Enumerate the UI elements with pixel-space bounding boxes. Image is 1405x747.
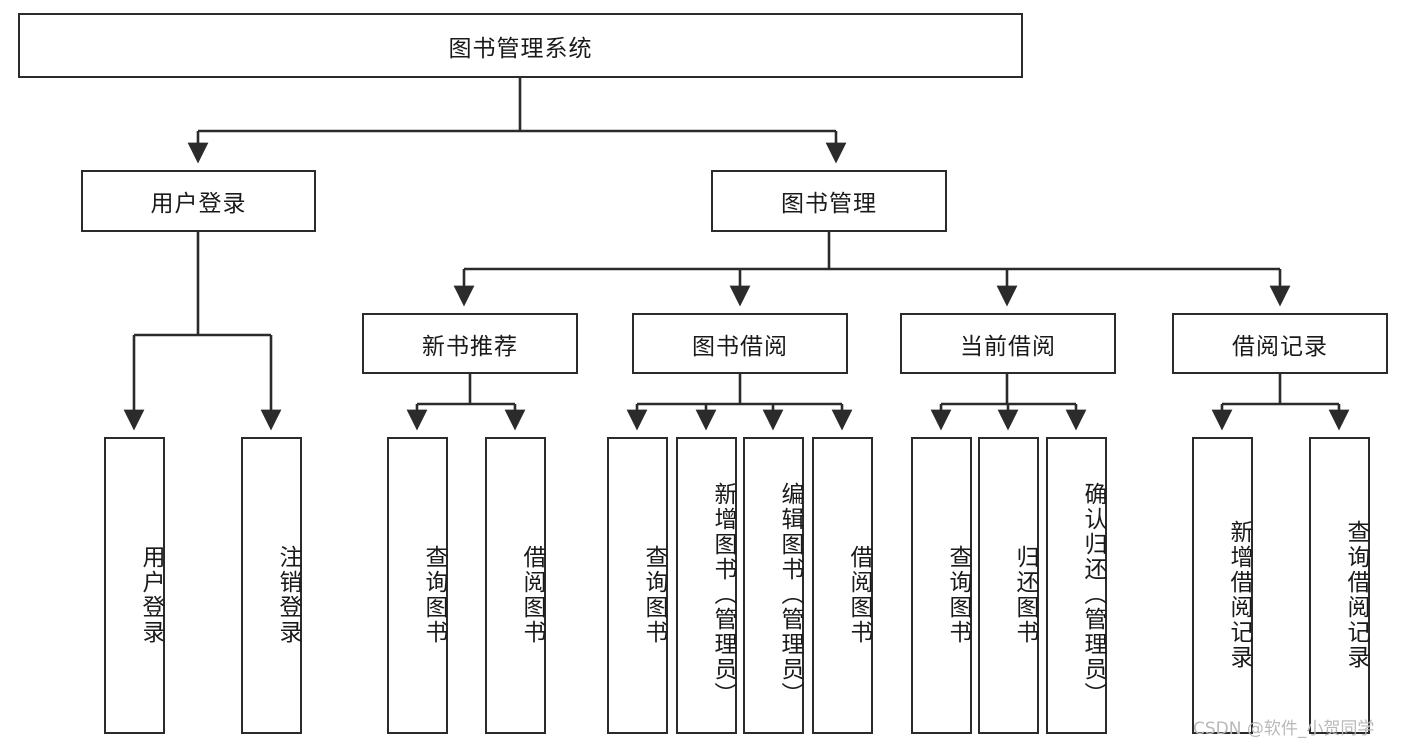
node-label: 查询图书 — [641, 544, 667, 645]
node-label: 借阅记录 — [1232, 333, 1328, 360]
node-label: 编辑图书（管理员） — [777, 482, 803, 707]
leaf-add-borrow-record[interactable]: 新增借阅记录 — [1192, 437, 1253, 734]
leaf-query-book-recommend[interactable]: 查询图书 — [387, 437, 448, 734]
leaf-edit-book-admin[interactable]: 编辑图书（管理员） — [743, 437, 804, 734]
node-label: 新增借阅记录 — [1226, 519, 1252, 670]
node-user-login[interactable]: 用户登录 — [81, 170, 316, 232]
leaf-query-book-borrow[interactable]: 查询图书 — [607, 437, 668, 734]
node-current-borrow[interactable]: 当前借阅 — [900, 313, 1116, 374]
edges-booking-to-level3 — [453, 232, 1291, 307]
node-label: 归还图书 — [1012, 544, 1038, 645]
edges-borrowrecord-to-leaves — [1211, 374, 1350, 431]
node-label: 查询借阅记录 — [1343, 519, 1369, 670]
node-label: 用户登录 — [150, 191, 247, 217]
leaf-return-book[interactable]: 归还图书 — [978, 437, 1039, 734]
leaf-borrow-book[interactable]: 借阅图书 — [812, 437, 873, 734]
node-label: 当前借阅 — [960, 333, 1056, 360]
node-label: 图书管理系统 — [448, 35, 593, 62]
node-label: 图书借阅 — [692, 333, 788, 360]
node-label: 确认归还（管理员） — [1080, 482, 1106, 707]
leaf-user-login[interactable]: 用户登录 — [104, 437, 165, 734]
leaf-user-logout[interactable]: 注销登录 — [241, 437, 302, 734]
node-label: 注销登录 — [275, 544, 301, 645]
node-label: 新书推荐 — [422, 333, 518, 360]
node-label: 图书管理 — [781, 191, 877, 217]
edges-bookborrow-to-leaves — [626, 374, 853, 431]
leaf-borrow-book-recommend[interactable]: 借阅图书 — [485, 437, 546, 734]
edges-root-to-level2 — [187, 78, 847, 164]
leaf-confirm-return-admin[interactable]: 确认归还（管理员） — [1046, 437, 1107, 734]
node-new-book-recommend[interactable]: 新书推荐 — [362, 313, 578, 374]
node-label: 用户登录 — [138, 544, 164, 645]
node-label: 新增图书（管理员） — [710, 482, 736, 707]
node-label: 查询图书 — [421, 544, 447, 645]
node-root-book-management-system[interactable]: 图书管理系统 — [18, 13, 1023, 78]
node-book-borrow[interactable]: 图书借阅 — [632, 313, 848, 374]
edges-newbook-to-leaves — [406, 374, 526, 431]
node-borrow-record[interactable]: 借阅记录 — [1172, 313, 1388, 374]
node-label: 借阅图书 — [846, 544, 872, 645]
leaf-add-book-admin[interactable]: 新增图书（管理员） — [676, 437, 737, 734]
node-label: 借阅图书 — [519, 544, 545, 645]
watermark: CSDN @软件_小贺同学 — [1193, 719, 1375, 739]
node-book-management[interactable]: 图书管理 — [711, 170, 947, 232]
node-label: 查询图书 — [945, 544, 971, 645]
leaf-query-book-current[interactable]: 查询图书 — [911, 437, 972, 734]
edges-currentborrow-to-leaves — [930, 374, 1087, 431]
leaf-query-borrow-record[interactable]: 查询借阅记录 — [1309, 437, 1370, 734]
edges-userlogin-to-leaves — [123, 232, 282, 431]
